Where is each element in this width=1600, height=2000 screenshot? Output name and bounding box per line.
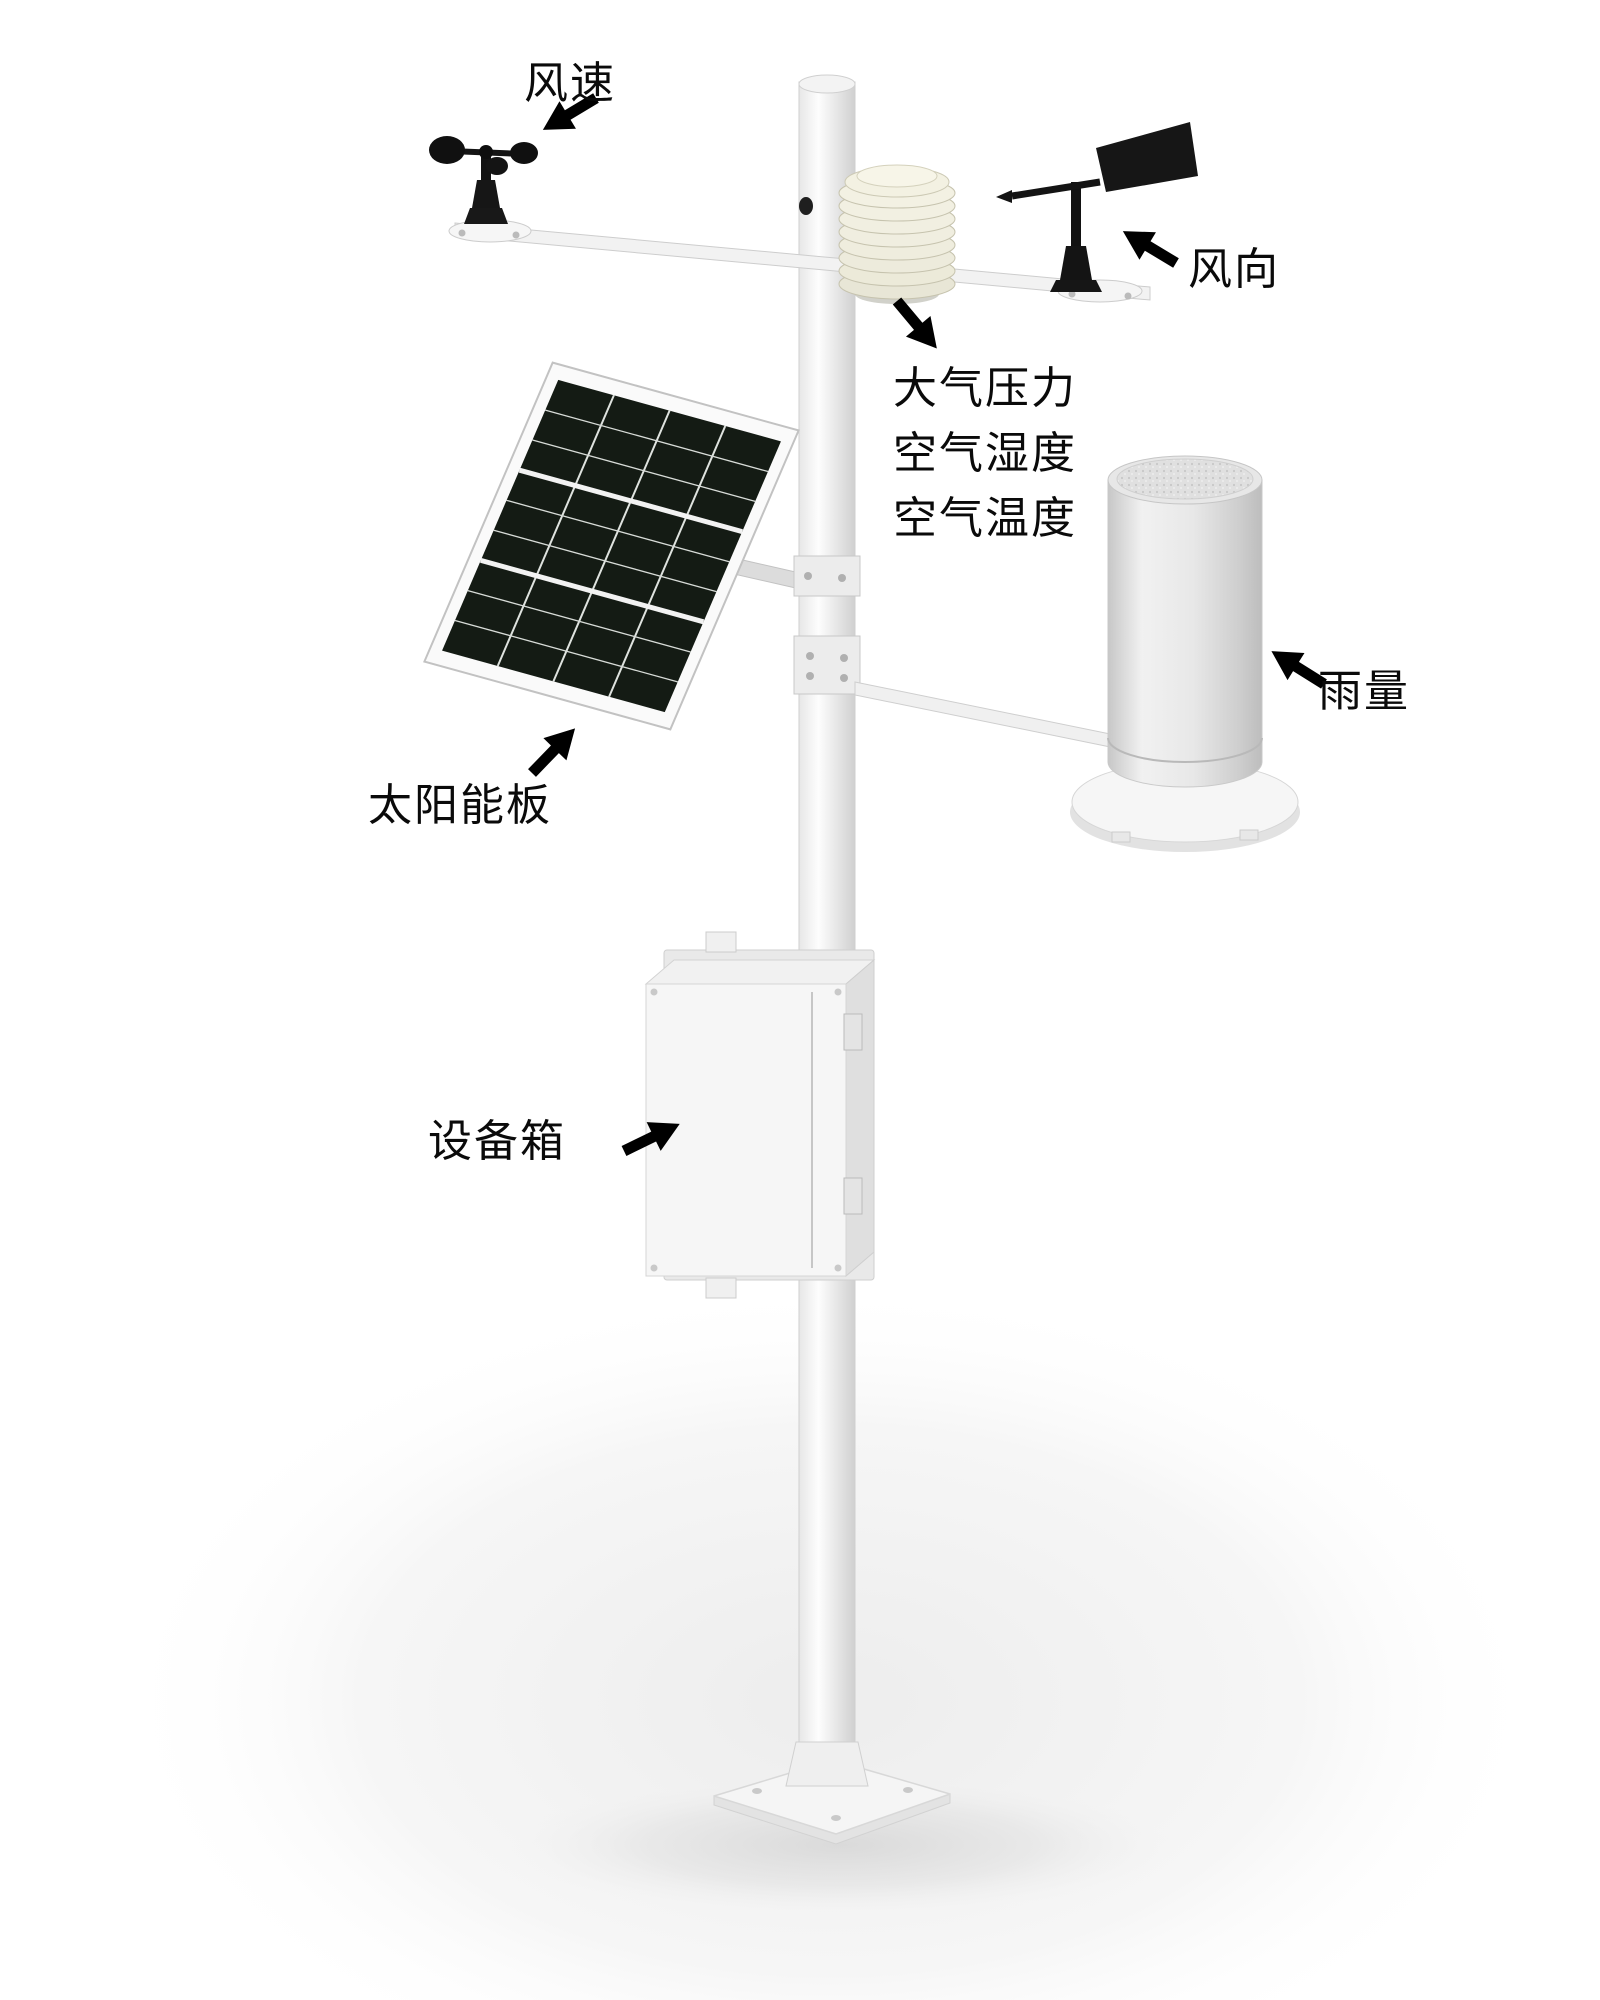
base-plate xyxy=(713,1741,951,1845)
rain-gauge-cylinder xyxy=(1107,479,1263,788)
pole-foot-collar xyxy=(785,1741,869,1787)
main-pole xyxy=(798,74,856,1783)
label-wind-speed: 风速 xyxy=(524,59,616,108)
radiation-shield xyxy=(838,164,956,304)
rain-gauge xyxy=(1070,455,1300,852)
anemometer-cup xyxy=(429,136,465,164)
anemometer xyxy=(429,136,538,224)
pole-cable-hole xyxy=(799,197,813,215)
label-equipment-box: 设备箱 xyxy=(428,1117,566,1166)
box-door xyxy=(645,983,847,1277)
wind-vane xyxy=(996,122,1198,303)
box-hinge xyxy=(843,1013,863,1051)
solar-panel xyxy=(424,363,798,730)
label-humidity: 空气湿度 xyxy=(893,429,1077,479)
label-wind-direction: 风向 xyxy=(1188,245,1280,294)
vane-tail-fin xyxy=(1096,122,1198,192)
rain-gauge-funnel-top xyxy=(1116,458,1254,500)
anemometer-cup xyxy=(486,157,508,175)
label-solar-panel: 太阳能板 xyxy=(368,781,552,830)
box-hinge xyxy=(843,1177,863,1215)
equipment-box xyxy=(644,931,876,1299)
label-rain-gauge: 雨量 xyxy=(1318,667,1410,716)
label-temperature: 空气温度 xyxy=(893,494,1077,544)
rain-gauge-arm xyxy=(854,681,1126,751)
anemometer-cup xyxy=(510,142,538,164)
arrow-icon xyxy=(520,717,587,785)
arrow-icon xyxy=(1114,217,1185,277)
label-pressure: 大气压力 xyxy=(893,364,1077,413)
vane-pointer-tip xyxy=(996,190,1012,203)
label-atmosphere-sensors: 大气压力 空气湿度 空气温度 xyxy=(893,356,1077,551)
